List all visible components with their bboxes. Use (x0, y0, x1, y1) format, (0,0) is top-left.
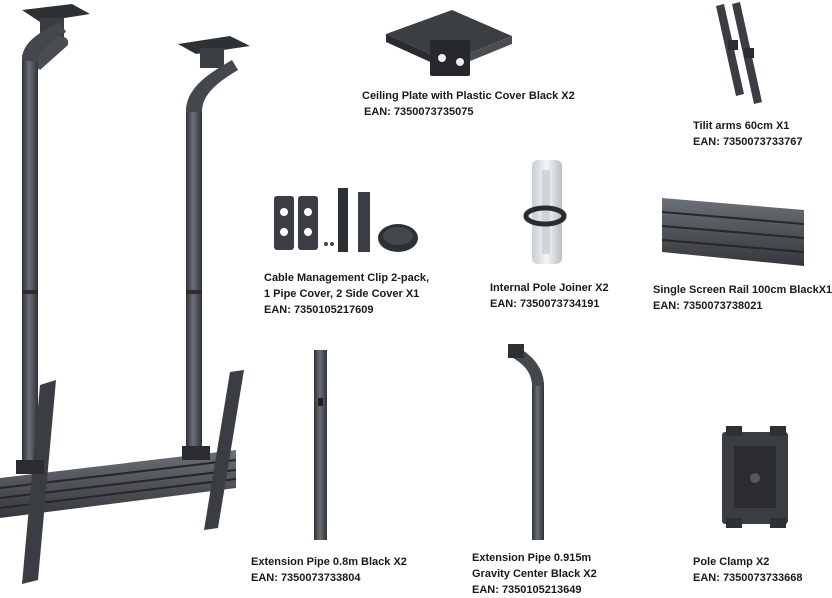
extension-pipe-0915-image (508, 344, 544, 540)
caption-line: Ceiling Plate with Plastic Cover Black X… (362, 90, 575, 102)
caption-extension-pipe-08: Extension Pipe 0.8m Black X2 EAN: 735007… (251, 554, 407, 586)
caption-line: Cable Management Clip 2-pack, (264, 272, 430, 284)
caption-ean: EAN: 7350073734191 (490, 298, 600, 310)
pole-joiner-image (523, 160, 567, 264)
caption-ean: EAN: 7350073733767 (693, 136, 803, 148)
caption-ean: EAN: 7350073733668 (693, 572, 803, 584)
tilt-arms-image (716, 2, 762, 104)
caption-ean: EAN: 7350073738021 (653, 300, 763, 312)
caption-ean: EAN: 7350073733804 (251, 572, 361, 584)
caption-line: Gravity Center Black X2 (472, 568, 597, 580)
caption-screen-rail: Single Screen Rail 100cm BlackX1 EAN: 73… (653, 282, 832, 314)
caption-ean: EAN: 7350105217609 (264, 304, 374, 316)
caption-cable-clip: Cable Management Clip 2-pack, 1 Pipe Cov… (264, 270, 429, 318)
extension-pipe-08-image (314, 350, 327, 540)
caption-ean: EAN: 7350105213649 (472, 584, 582, 596)
caption-tilt-arms: Tilit arms 60cm X1 EAN: 7350073733767 (693, 118, 802, 150)
caption-line: Single Screen Rail 100cm BlackX1 (653, 284, 832, 296)
caption-pole-joiner: Internal Pole Joiner X2 EAN: 73500737341… (490, 280, 609, 312)
caption-line: Internal Pole Joiner X2 (490, 282, 609, 294)
cable-clip-image (274, 188, 418, 252)
caption-line: Tilit arms 60cm X1 (693, 120, 790, 132)
caption-ceiling-plate: Ceiling Plate with Plastic Cover Black X… (362, 88, 575, 120)
caption-line: Extension Pipe 0.915m (472, 552, 592, 564)
caption-line: Pole Clamp X2 (693, 556, 770, 568)
caption-line: Extension Pipe 0.8m Black X2 (251, 556, 407, 568)
caption-ean: EAN: 7350073735075 (364, 106, 474, 118)
pole-clamp-image (722, 426, 788, 528)
caption-extension-pipe-0915: Extension Pipe 0.915m Gravity Center Bla… (472, 550, 597, 598)
ceiling-plate-image (386, 10, 512, 76)
assembled-mount-image (0, 4, 250, 584)
caption-pole-clamp: Pole Clamp X2 EAN: 7350073733668 (693, 554, 802, 586)
screen-rail-image (661, 198, 805, 266)
caption-line: 1 Pipe Cover, 2 Side Cover X1 (264, 288, 420, 300)
